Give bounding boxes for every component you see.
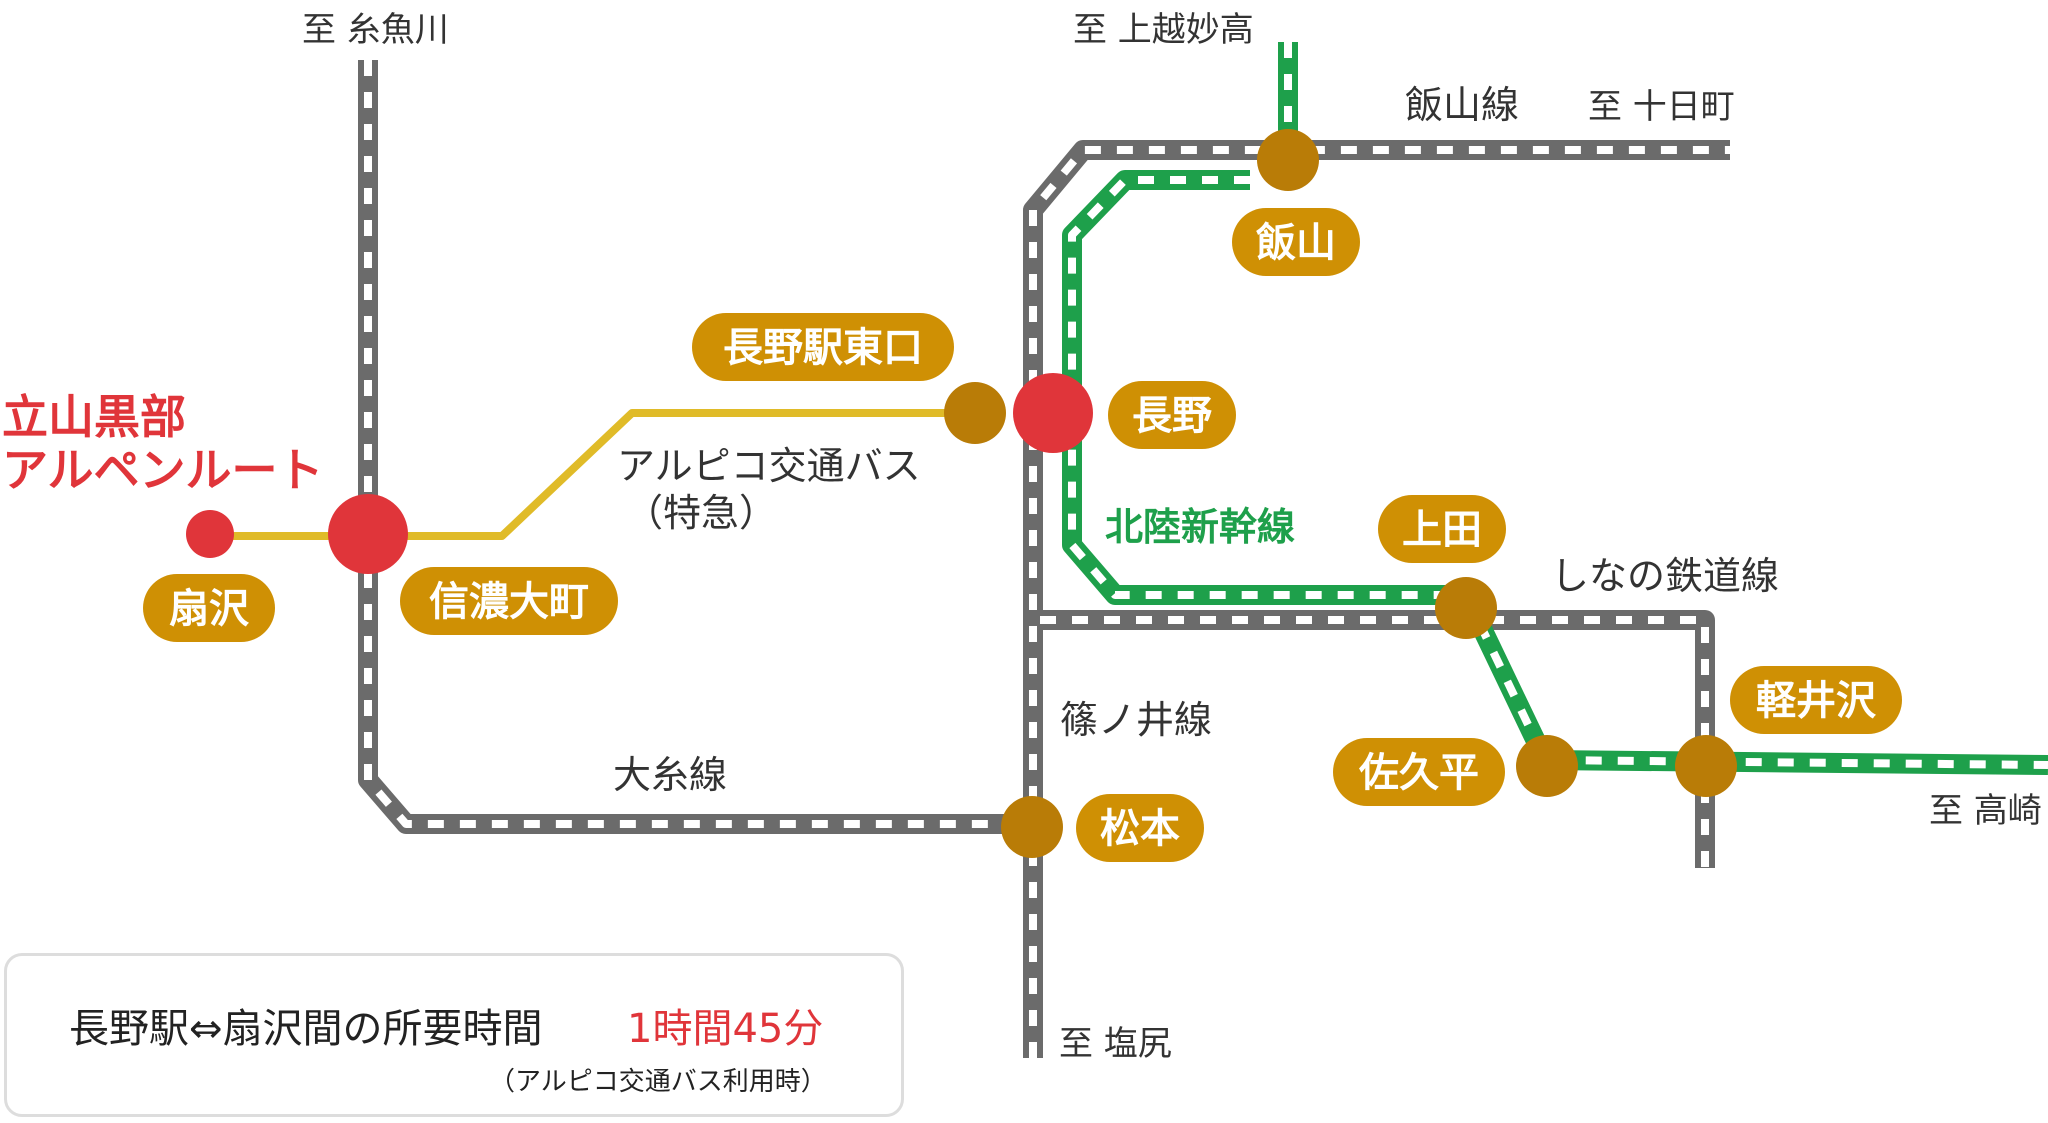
station-marker-nagano-east[interactable] <box>944 382 1006 444</box>
station-pill-iiyama[interactable]: 飯山 <box>1232 208 1360 276</box>
station-pill-karuizawa[interactable]: 軽井沢 <box>1730 666 1902 734</box>
station-marker-ogizawa[interactable] <box>186 510 234 558</box>
direction-itoigawa: 至 糸魚川 <box>302 10 449 50</box>
station-pill-shinano-omachi[interactable]: 信濃大町 <box>400 567 618 635</box>
oito-line <box>358 60 1032 834</box>
station-label-nagano-east: 長野駅東口 <box>723 325 923 371</box>
line-label-shinano-railway: しなの鉄道線 <box>1551 554 1779 598</box>
station-label-karuizawa: 軽井沢 <box>1756 678 1877 724</box>
station-marker-sakudaira[interactable] <box>1516 735 1578 797</box>
station-label-nagano: 長野 <box>1132 393 1212 439</box>
station-pill-matsumoto[interactable]: 松本 <box>1076 794 1204 862</box>
station-marker-nagano[interactable] <box>1013 373 1093 453</box>
line-label-iiyama: 飯山線 <box>1405 83 1519 127</box>
route-label: 長野駅⇔扇沢間の所要時間 <box>69 1006 543 1052</box>
direction-tokamachi: 至 十日町 <box>1588 87 1735 127</box>
direction-joetsumyoko: 至 上越妙高 <box>1073 10 1254 50</box>
station-label-ogizawa: 扇沢 <box>169 586 250 632</box>
line-label-oito: 大糸線 <box>613 753 727 797</box>
direction-takasaki: 至 高崎 <box>1929 791 2042 831</box>
destination-title-line2: アルペンルート <box>2 443 324 497</box>
destination-title-line1: 立山黒部 <box>2 390 186 444</box>
station-marker-ueda[interactable] <box>1435 577 1497 639</box>
station-pill-nagano[interactable]: 長野 <box>1108 381 1236 449</box>
line-label-shinonoi: 篠ノ井線 <box>1060 698 1212 742</box>
station-marker-iiyama[interactable] <box>1257 129 1319 191</box>
station-pill-nagano-east[interactable]: 長野駅東口 <box>692 313 954 381</box>
station-label-iiyama: 飯山 <box>1256 220 1336 266</box>
shinonoi-line <box>1023 140 1730 1058</box>
station-pill-ueda[interactable]: 上田 <box>1378 495 1506 563</box>
station-pill-sakudaira[interactable]: 佐久平 <box>1333 738 1505 806</box>
direction-shiojiri: 至 塩尻 <box>1059 1024 1172 1064</box>
travel-time: 1時間45分 <box>627 1006 824 1052</box>
station-marker-shinano-omachi[interactable] <box>328 494 408 574</box>
travel-time-box: 長野駅⇔扇沢間の所要時間 1時間45分 （アルピコ交通バス利用時） <box>4 953 904 1117</box>
station-pill-ogizawa[interactable]: 扇沢 <box>143 574 275 642</box>
station-label-ueda: 上田 <box>1402 507 1482 553</box>
station-marker-matsumoto[interactable] <box>1001 796 1063 858</box>
line-label-bus: アルピコ交通バス <box>617 444 921 488</box>
line-label-hokuriku-shinkansen: 北陸新幹線 <box>1105 505 1295 549</box>
station-marker-karuizawa[interactable] <box>1675 735 1737 797</box>
station-label-shinano-omachi: 信濃大町 <box>429 579 589 625</box>
travel-time-note: （アルピコ交通バス利用時） <box>489 1067 827 1097</box>
station-label-matsumoto: 松本 <box>1100 806 1180 852</box>
station-label-sakudaira: 佐久平 <box>1358 750 1479 796</box>
line-label-bus-express: （特急） <box>625 491 777 535</box>
